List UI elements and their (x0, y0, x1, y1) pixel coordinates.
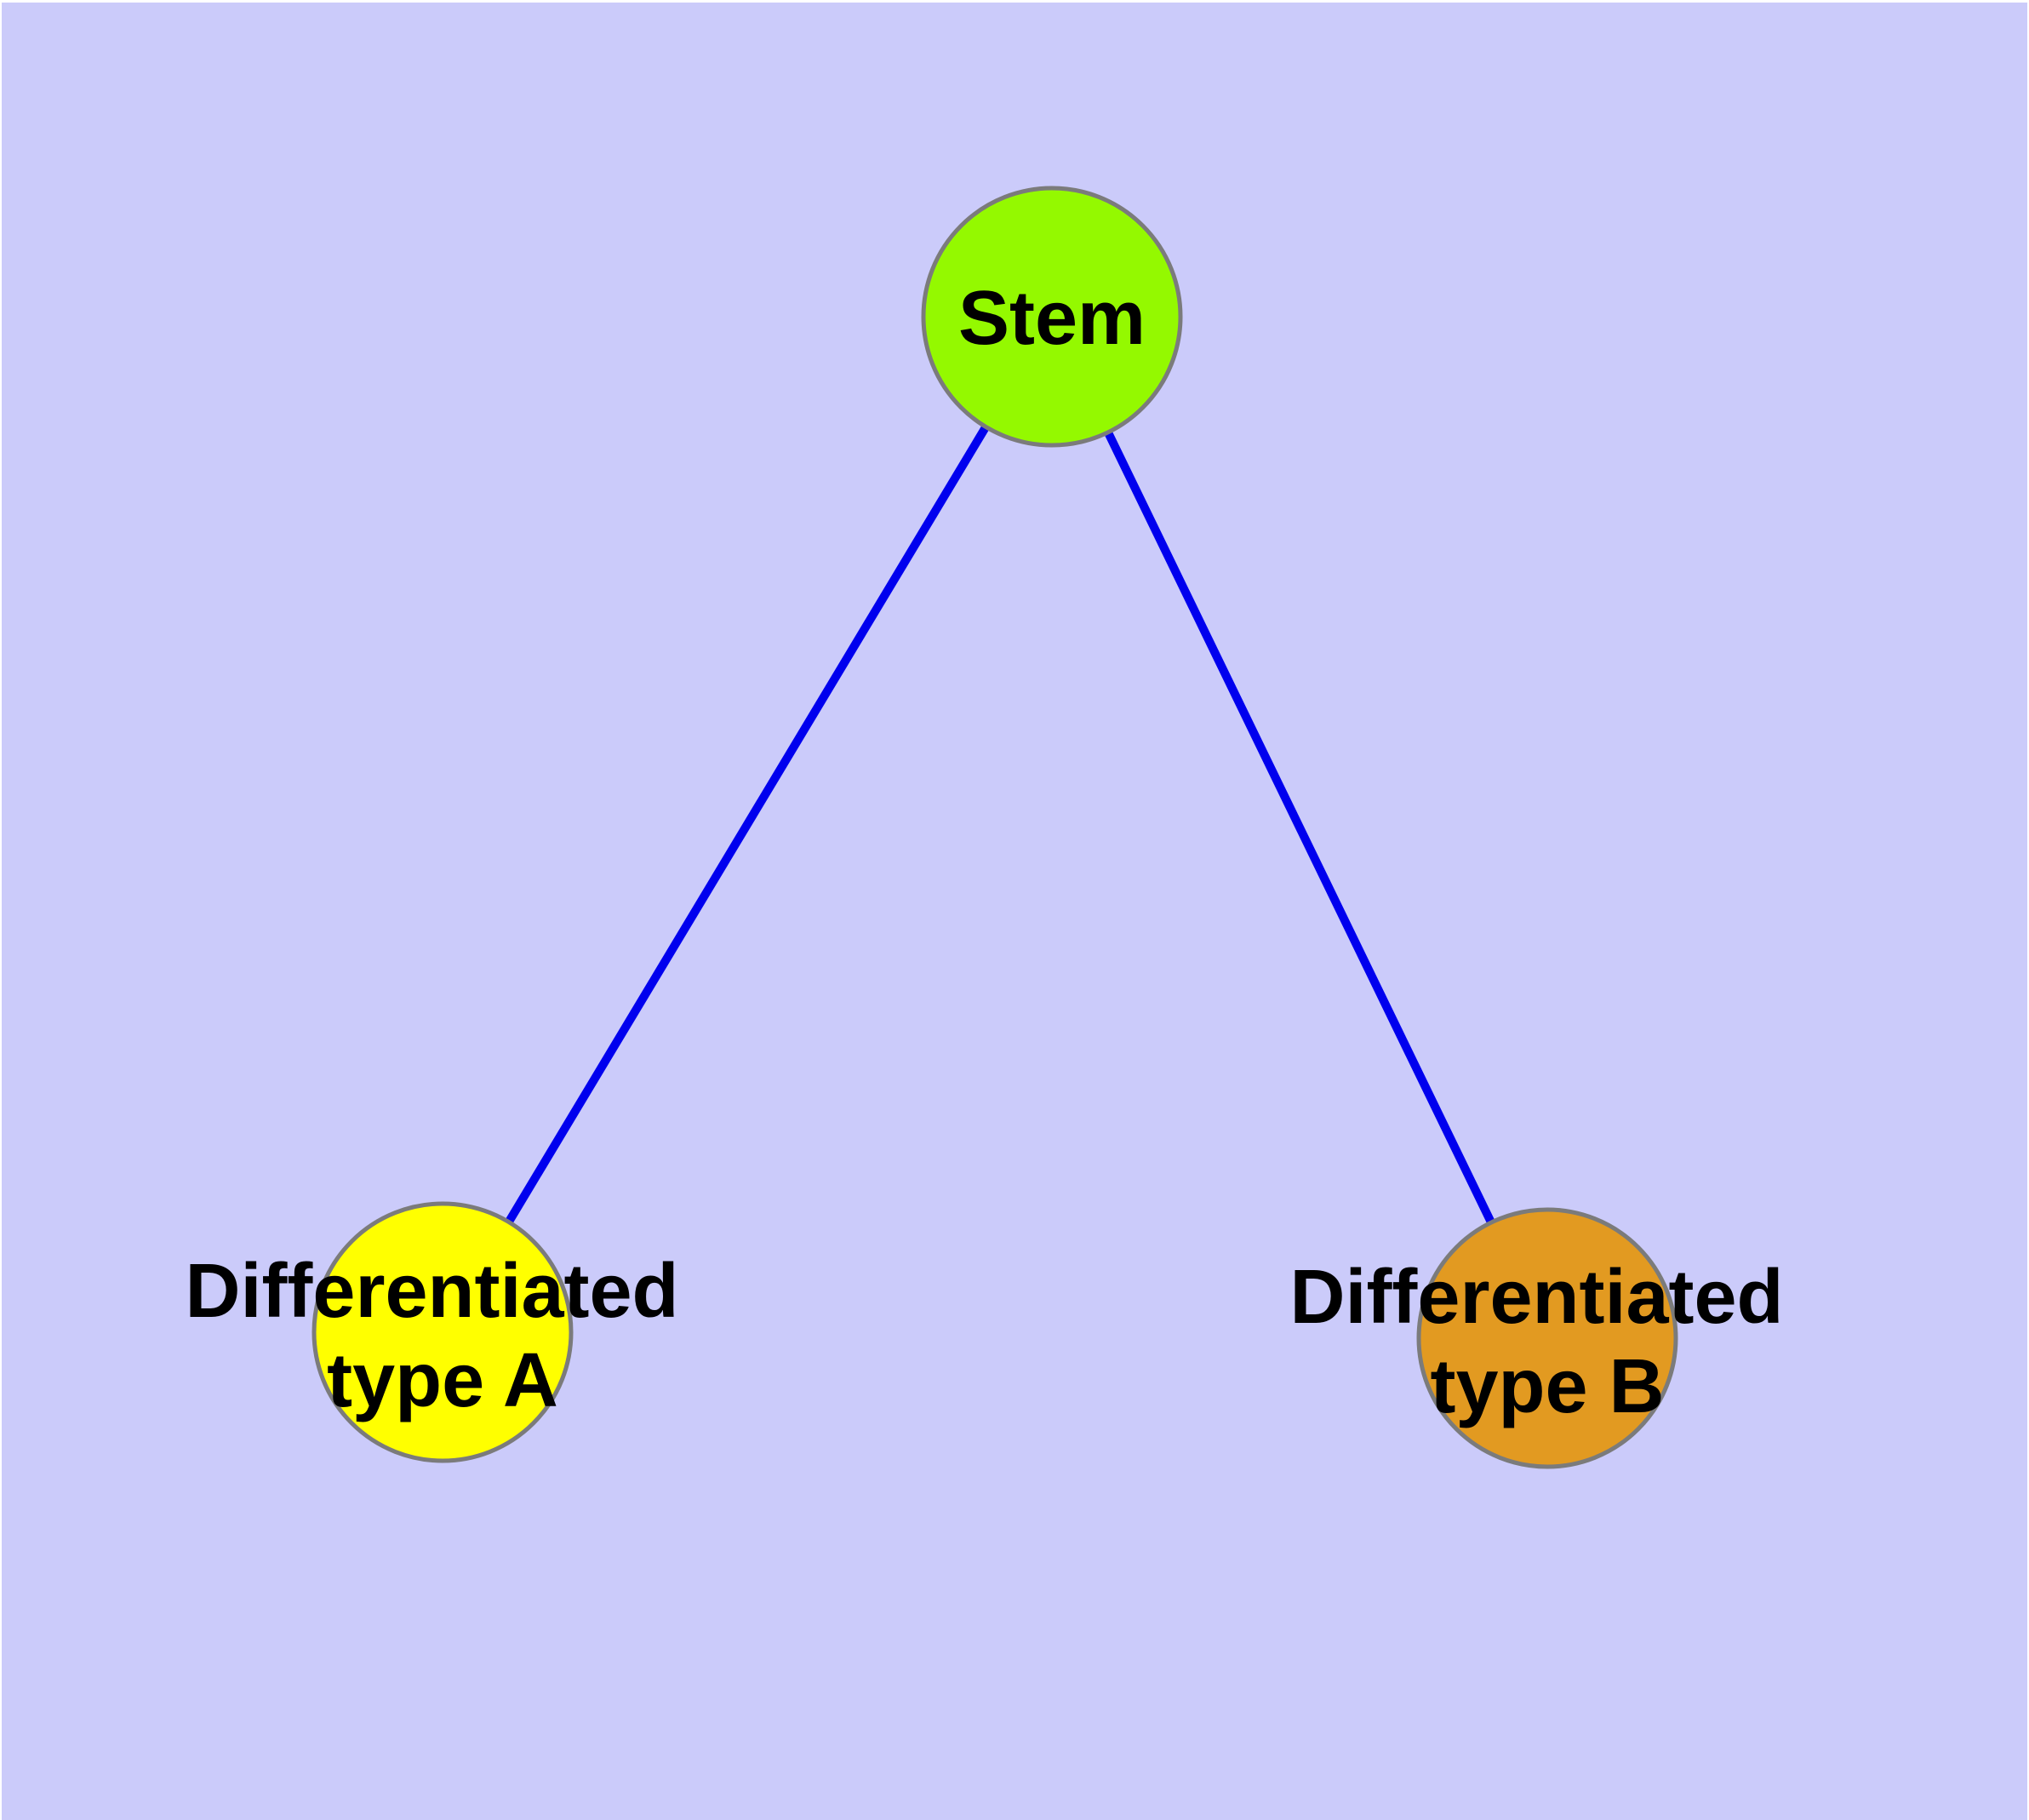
edge-stem-to-type-a (438, 314, 1056, 1335)
node-type-b-label: Differentiated type B (1289, 1255, 1804, 1429)
node-type-b-label-line1: Differentiated (1289, 1255, 1783, 1340)
node-type-a-label-line1: Differentiated (185, 1249, 678, 1334)
node-differentiated-type-b (1416, 1207, 1678, 1469)
node-type-a-label-line2: type A (327, 1338, 558, 1423)
node-stem-label: Stem (958, 276, 1146, 361)
node-stem (921, 186, 1183, 448)
node-type-b-label-line2: type B (1430, 1344, 1664, 1429)
edge-stem-to-type-b (1048, 314, 1552, 1341)
node-differentiated-type-a (311, 1201, 574, 1463)
node-type-a-label: Differentiated type A (185, 1249, 700, 1423)
